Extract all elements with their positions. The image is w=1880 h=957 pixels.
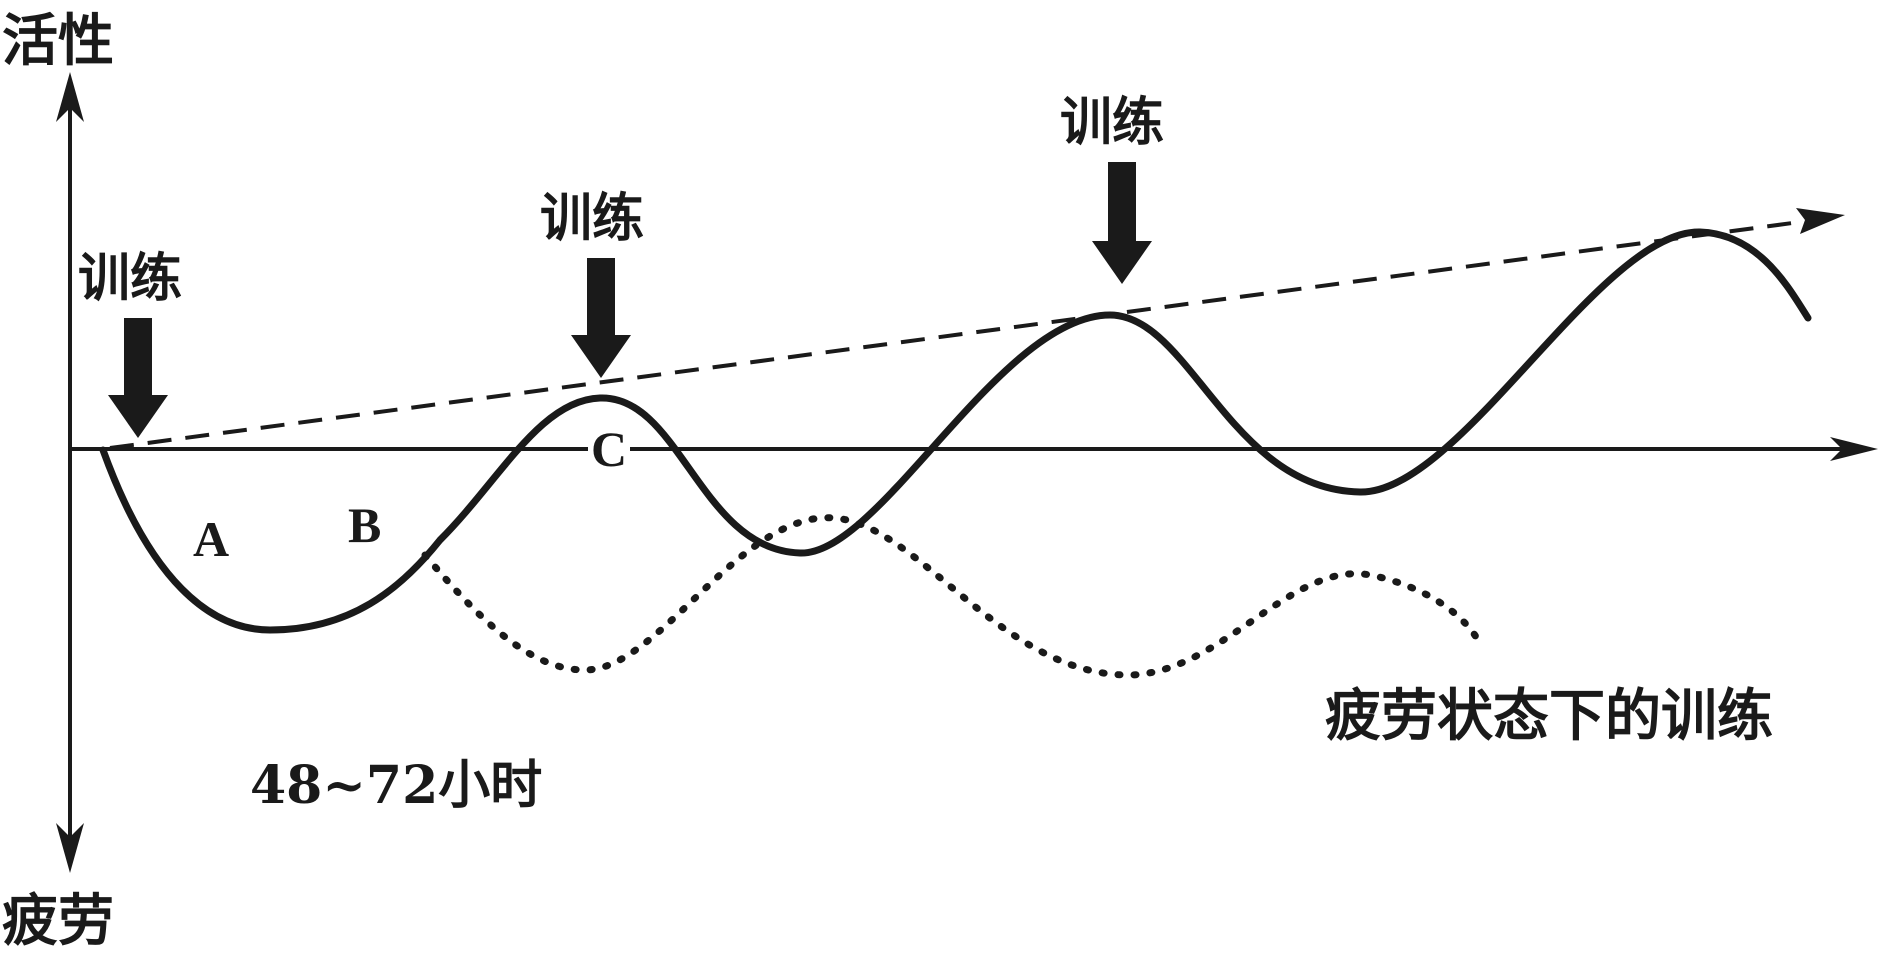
training-arrow-3	[1092, 162, 1152, 284]
fatigue-curve	[421, 514, 1482, 679]
down-arrow-icon	[571, 335, 631, 378]
point-label-b: B	[348, 497, 381, 553]
training-arrow-2	[571, 258, 631, 378]
training-label-1: 训练	[78, 248, 182, 309]
fatigue-curve-label: 疲劳状态下的训练	[1325, 683, 1773, 749]
interval-label: 48~72小时	[250, 755, 542, 816]
vertical-axis	[56, 72, 84, 873]
down-arrow-icon	[108, 395, 168, 438]
trend-line	[109, 208, 1845, 450]
point-label-c: C	[591, 421, 627, 477]
axis-arrow-right-icon	[1830, 437, 1878, 461]
training-label-2: 训练	[540, 188, 644, 249]
training-label-3: 训练	[1060, 92, 1164, 153]
axis-arrow-down-icon	[56, 823, 84, 873]
training-arrow-1	[108, 318, 168, 438]
performance-curve	[99, 228, 1812, 634]
y-axis-bottom-label: 疲劳	[2, 888, 114, 954]
point-label-a: A	[193, 511, 229, 567]
axis-arrow-up-icon	[56, 72, 84, 122]
point-c-label-backdrop	[588, 430, 630, 468]
down-arrow-icon	[1092, 241, 1152, 284]
trend-arrow-icon	[1796, 208, 1845, 234]
horizontal-axis	[70, 437, 1878, 461]
y-axis-top-label: 活性	[2, 8, 114, 74]
